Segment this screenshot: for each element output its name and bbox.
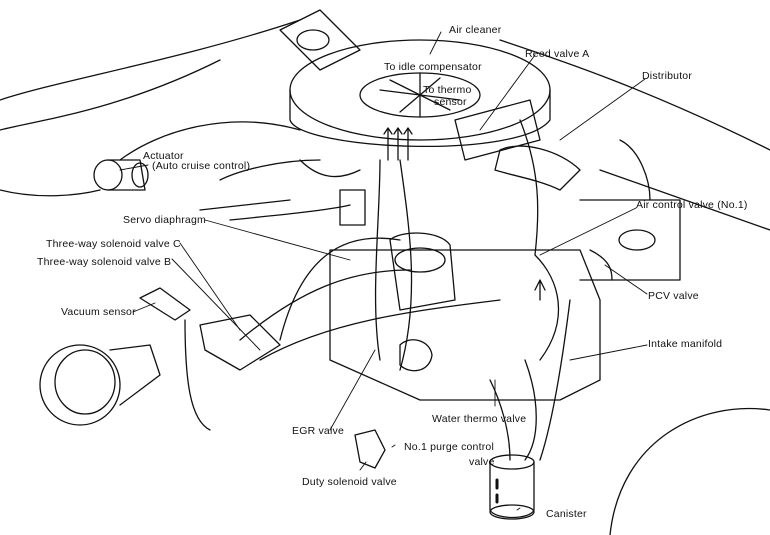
- label-servo-diaphragm: Servo diaphragm: [123, 214, 206, 226]
- vacuum-hoses: [184, 119, 651, 461]
- label-three-way-solenoid-b: Three-way solenoid valve B: [37, 256, 172, 268]
- duty-solenoid-valve: [354, 429, 386, 469]
- distributor: [494, 145, 581, 191]
- body-outline-right: [499, 39, 770, 231]
- label-egr-valve: EGR valve: [292, 425, 344, 437]
- engine-block: [329, 249, 601, 401]
- arrow-up: [403, 127, 413, 161]
- label-intake-manifold: Intake manifold: [648, 338, 723, 350]
- label-to-idle-compensator: To idle compensator: [384, 61, 482, 73]
- label-distributor: Distributor: [642, 70, 693, 82]
- headlamp: [39, 344, 121, 426]
- arrow-up: [383, 127, 393, 161]
- label-three-way-solenoid-c: Three-way solenoid valve C: [46, 238, 181, 250]
- egr-valve: [399, 339, 433, 372]
- vacuum-sensor: [139, 287, 191, 321]
- fender-outline: [0, 19, 301, 131]
- label-duty-solenoid-valve: Duty solenoid valve: [302, 476, 397, 488]
- label-actuator: Actuator: [143, 150, 184, 162]
- label-air-control-valve: Air control valve (No.1): [636, 199, 748, 211]
- arrow-up: [393, 127, 403, 161]
- label-air-cleaner: Air cleaner: [449, 24, 502, 36]
- leader-lines: [119, 31, 648, 511]
- three-way-solenoid-valves: [199, 314, 281, 371]
- actuator-icon: [93, 159, 149, 191]
- label-reed-valve-a: Reed valve A: [525, 48, 590, 60]
- label-water-thermo-valve: Water thermo valve: [432, 413, 527, 425]
- label-purge-control-2: valve: [469, 456, 495, 468]
- label-to-thermo-sensor-1: To thermo: [423, 84, 472, 96]
- oil-cap: [618, 229, 656, 251]
- canister-icon: [489, 454, 535, 520]
- reed-valve: [454, 99, 541, 161]
- label-canister: Canister: [546, 508, 587, 520]
- air-cleaner-icon: [279, 9, 551, 147]
- wheel-well: [609, 407, 770, 535]
- label-pcv-valve: PCV valve: [648, 290, 699, 302]
- label-purge-control-1: No.1 purge control: [404, 441, 494, 453]
- label-actuator-sub: (Auto cruise control): [152, 160, 251, 172]
- label-to-thermo-sensor-2: sensor: [434, 96, 467, 108]
- label-vacuum-sensor: Vacuum sensor: [61, 306, 136, 318]
- servo-diaphragm: [339, 189, 366, 226]
